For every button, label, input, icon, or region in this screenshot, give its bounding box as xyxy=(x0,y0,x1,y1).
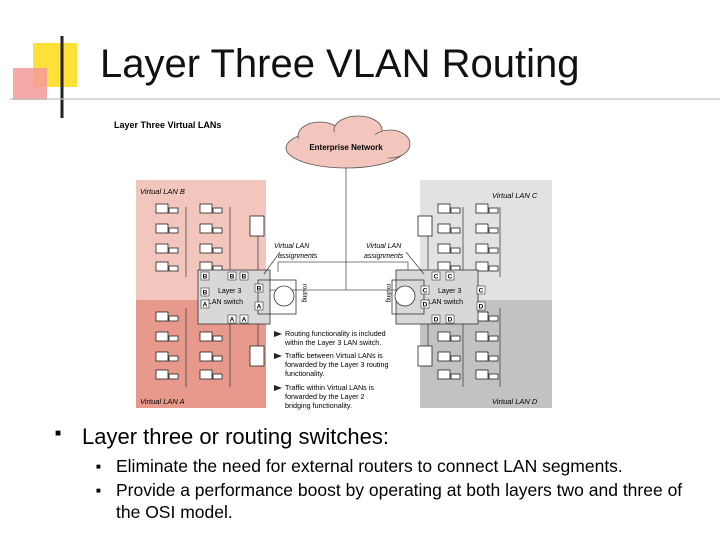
svg-text:B: B xyxy=(203,290,208,297)
deco-pink-block xyxy=(13,68,47,100)
server-icon xyxy=(417,345,433,367)
svg-text:C: C xyxy=(448,274,453,281)
svg-text:B: B xyxy=(257,286,262,293)
svg-text:D: D xyxy=(434,317,439,324)
svg-text:A: A xyxy=(242,317,247,324)
switch-left-label-2: LAN switch xyxy=(208,299,243,306)
computer-icon xyxy=(155,223,179,234)
computer-icon xyxy=(475,243,499,254)
note-3-line-2: forwarded by the Layer 2 xyxy=(285,392,365,401)
bullet-sub-2: Provide a performance boost by operating… xyxy=(116,480,683,522)
assignment-left-line1: Virtual LAN xyxy=(274,243,310,250)
computer-icon xyxy=(155,311,179,322)
computer-icon xyxy=(199,223,223,234)
note-1-line-1: Routing functionality is included xyxy=(285,329,386,338)
switch-left-routing-label: routing xyxy=(301,284,307,302)
bullet-marker-sub-1: ■ xyxy=(96,462,101,471)
slide-title: Layer Three VLAN Routing xyxy=(100,42,580,86)
layer3-switch-left: Layer 3 LAN switch routing xyxy=(197,269,307,325)
computer-icon xyxy=(155,369,179,380)
assignment-right-line2: assignments xyxy=(364,253,404,260)
assignment-right-line1: Virtual LAN xyxy=(366,243,402,250)
computer-icon xyxy=(155,351,179,362)
assignment-left-line2: assignments xyxy=(278,253,318,260)
computer-icon xyxy=(155,261,179,272)
server-icon xyxy=(249,215,265,237)
switch-ports: B B B B B A A A A C C C C D D D D xyxy=(200,271,486,324)
computer-icon xyxy=(437,243,461,254)
svg-text:D: D xyxy=(448,317,453,324)
cloud-label: Enterprise Network xyxy=(309,143,383,152)
svg-text:A: A xyxy=(257,304,262,311)
computer-icon xyxy=(155,243,179,254)
note-3-line-1: Traffic within Virtual LANs is xyxy=(285,383,374,392)
vlan-c-label: Virtual LAN C xyxy=(492,191,538,200)
note-2-line-2: forwarded by the Layer 3 routing xyxy=(285,360,388,369)
svg-text:C: C xyxy=(479,288,484,295)
svg-text:C: C xyxy=(434,274,439,281)
notes: Routing functionality is included within… xyxy=(284,329,388,410)
computer-icon xyxy=(199,369,223,380)
svg-text:B: B xyxy=(242,274,247,281)
bullet-marker-main: ■ xyxy=(55,428,62,439)
svg-text:B: B xyxy=(203,274,208,281)
note-2-line-1: Traffic between Virtual LANs is xyxy=(285,351,383,360)
computer-icon xyxy=(199,331,223,342)
enterprise-network-cloud xyxy=(285,115,411,169)
note-arrows xyxy=(274,331,282,391)
backbone-lines xyxy=(260,168,409,291)
title-decoration xyxy=(10,36,720,118)
bullet-main: Layer three or routing switches: xyxy=(82,424,389,449)
vlan-b-label: Virtual LAN B xyxy=(140,187,185,196)
assignment-arrows xyxy=(263,251,425,275)
computer-icon xyxy=(475,223,499,234)
diagram-heading: Layer Three Virtual LANs xyxy=(114,120,221,130)
vlan-d-label: Virtual LAN D xyxy=(492,397,538,406)
computer-icon xyxy=(437,351,461,362)
vlan-diagram: Layer Three Virtual LANs Enterprise Netw… xyxy=(114,115,552,410)
layer3-switch-right: Layer 3 LAN switch routing xyxy=(385,269,479,325)
computer-icon xyxy=(475,203,499,214)
note-1-line-2: within the Layer 3 LAN switch. xyxy=(284,338,381,347)
computer-icon xyxy=(475,351,499,362)
svg-text:A: A xyxy=(230,317,235,324)
computer-icon xyxy=(155,203,179,214)
svg-text:D: D xyxy=(479,304,484,311)
switch-right-label-2: LAN switch xyxy=(428,299,463,306)
server-icon xyxy=(249,345,265,367)
bullet-sub-1: Eliminate the need for external routers … xyxy=(116,456,623,476)
note-3-line-3: bridging functionality. xyxy=(285,401,352,410)
vlan-a-label: Virtual LAN A xyxy=(140,397,185,406)
switch-right-routing-label: routing xyxy=(385,284,391,302)
svg-text:C: C xyxy=(423,288,428,295)
computer-icon xyxy=(437,223,461,234)
svg-text:D: D xyxy=(423,302,428,309)
computer-icon xyxy=(475,261,499,272)
computer-icon xyxy=(199,351,223,362)
computer-icon xyxy=(437,203,461,214)
computer-icon xyxy=(475,331,499,342)
computer-icon xyxy=(437,331,461,342)
computer-icon xyxy=(475,369,499,380)
svg-text:B: B xyxy=(230,274,235,281)
computer-icon xyxy=(155,331,179,342)
computer-icon xyxy=(199,243,223,254)
switch-right-label-1: Layer 3 xyxy=(438,288,461,295)
svg-text:A: A xyxy=(203,302,208,309)
server-icon xyxy=(417,215,433,237)
computer-icon xyxy=(199,203,223,214)
computer-icon xyxy=(437,369,461,380)
bullet-marker-sub-2: ■ xyxy=(96,486,101,495)
switch-left-label-1: Layer 3 xyxy=(218,288,241,295)
note-2-line-3: functionality. xyxy=(285,369,324,378)
